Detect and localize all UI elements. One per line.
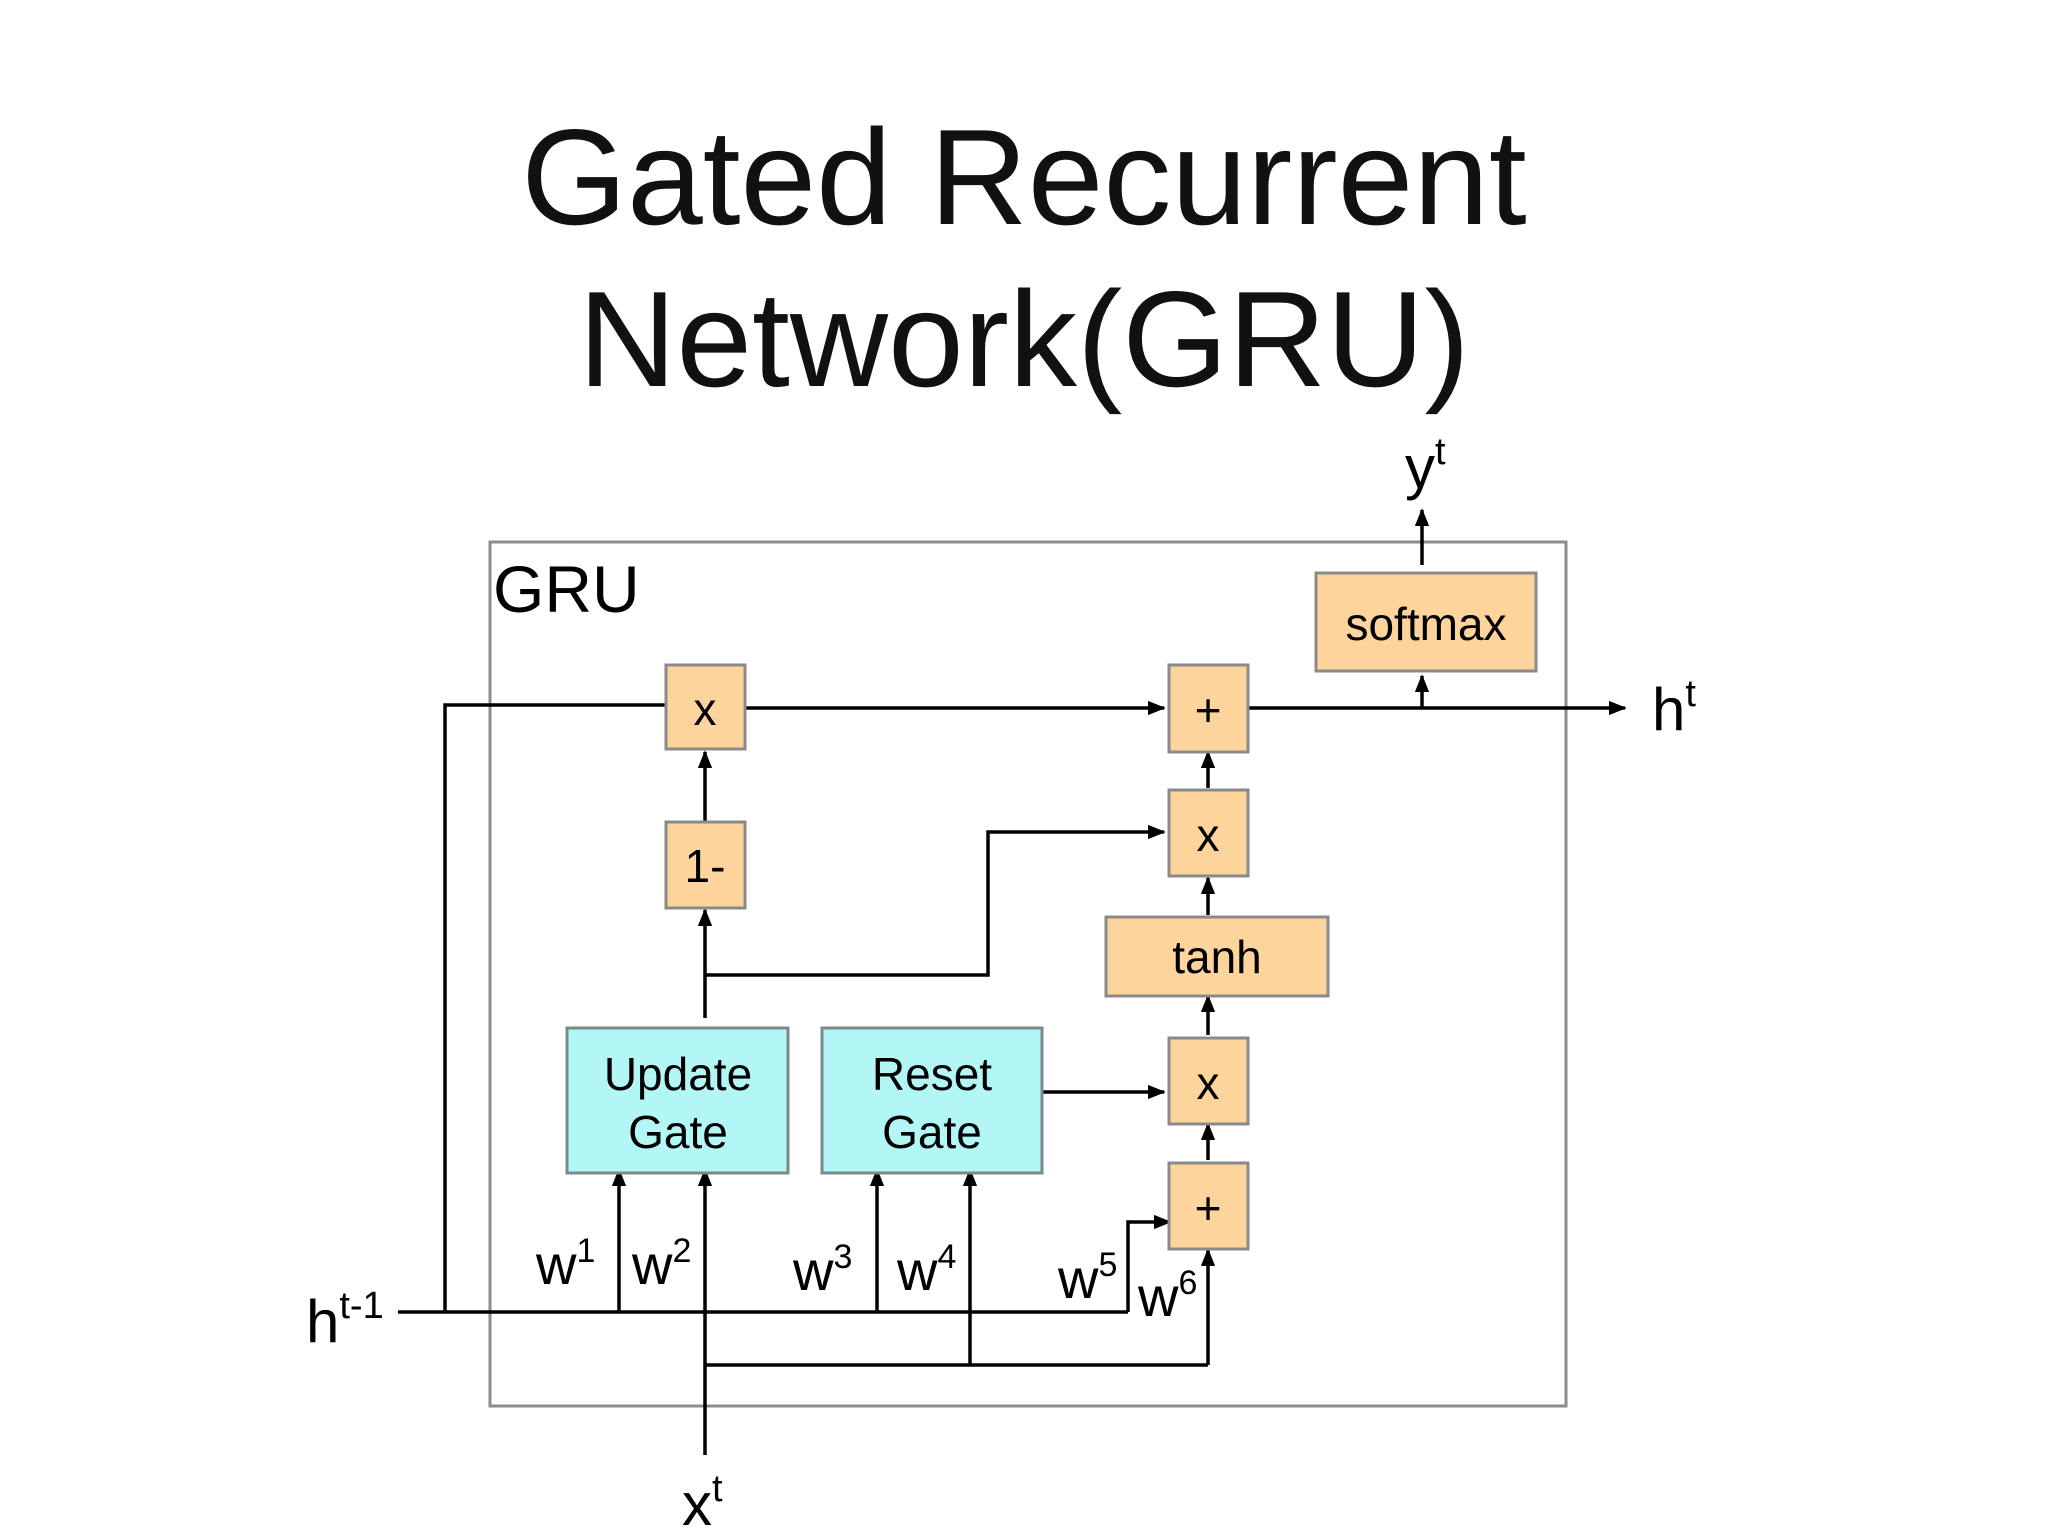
reset-gate: Reset Gate	[820, 1026, 1044, 1175]
op-add-bottom: +	[1167, 1161, 1250, 1251]
op-mul-reset: x	[1167, 1036, 1250, 1126]
input-x-label: xt	[682, 1468, 723, 1536]
weight-w1: w1	[535, 1232, 595, 1296]
op-add-top: +	[1167, 663, 1250, 754]
op-one-minus: 1-	[664, 820, 747, 910]
slide-title-line-2: Network(GRU)	[578, 263, 1470, 415]
slide-title-line-1: Gated Recurrent	[521, 101, 1527, 253]
op-mul-top: x	[664, 663, 747, 751]
reset-gate-label-1: Reset	[872, 1048, 992, 1100]
op-mul-reset-label: x	[1197, 1057, 1220, 1109]
update-gate: Update Gate	[565, 1026, 790, 1175]
op-add-bottom-label: +	[1195, 1182, 1222, 1234]
reset-gate-label-2: Gate	[882, 1106, 982, 1158]
weight-w4: w4	[896, 1238, 956, 1302]
slide-title: Gated Recurrent Network(GRU)	[0, 96, 2048, 420]
gru-frame-label: GRU	[493, 552, 640, 626]
weight-labels: w1 w2 w3 w4 w5 w6	[535, 1232, 1197, 1328]
op-mul-top-label: x	[694, 683, 717, 735]
op-softmax-label: softmax	[1345, 598, 1506, 650]
update-gate-label-2: Gate	[628, 1106, 728, 1158]
op-one-minus-label: 1-	[685, 840, 726, 892]
op-softmax: softmax	[1314, 571, 1538, 673]
op-mul-mid-label: x	[1197, 809, 1220, 861]
weight-w3: w3	[792, 1238, 852, 1302]
weight-w6: w6	[1137, 1264, 1197, 1328]
update-gate-label-1: Update	[604, 1048, 752, 1100]
op-add-top-label: +	[1195, 684, 1222, 736]
weight-w2: w2	[631, 1232, 691, 1296]
weight-w5: w5	[1057, 1246, 1117, 1310]
op-tanh: tanh	[1104, 915, 1330, 998]
connections	[398, 508, 1627, 1455]
input-h-prev-label: ht-1	[306, 1285, 384, 1355]
op-tanh-label: tanh	[1172, 931, 1262, 983]
output-y-label: yt	[1405, 431, 1446, 501]
output-h-label: ht	[1652, 673, 1696, 743]
gru-frame	[488, 540, 1568, 1408]
op-mul-mid: x	[1167, 788, 1250, 878]
